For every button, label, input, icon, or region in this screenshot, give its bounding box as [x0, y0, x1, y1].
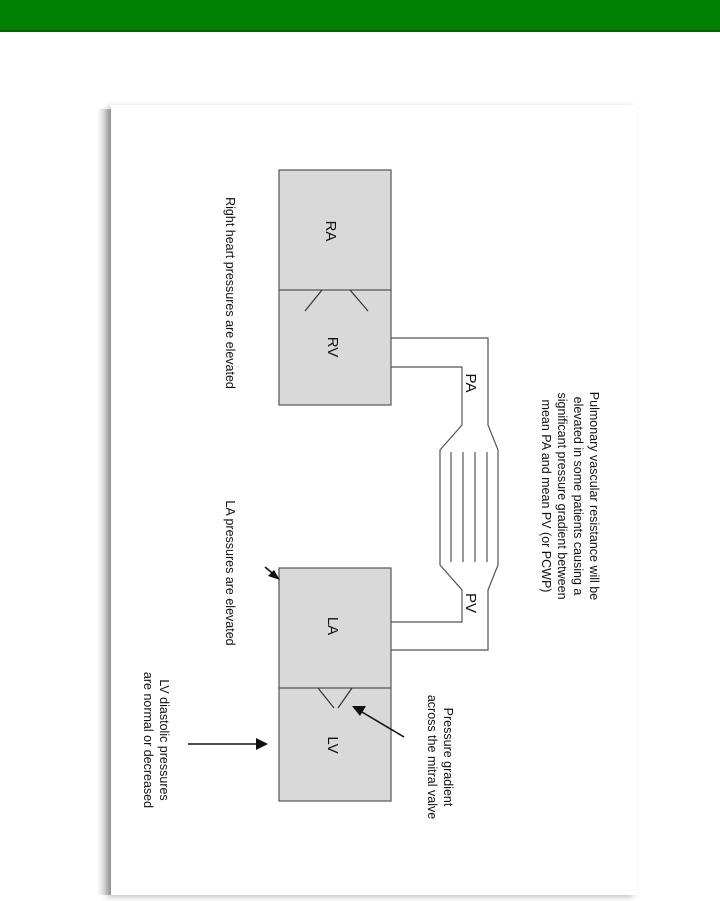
- gradient-note-line: Pressure gradient: [441, 708, 455, 807]
- la-pressure-note: LA pressures are elevated: [223, 500, 237, 645]
- rv-label: RV: [324, 337, 341, 358]
- tricuspid-valve-leaflet-right: [349, 289, 369, 312]
- tricuspid-valve-leaflet-left: [304, 289, 323, 312]
- pulmonary-vessel-inner: [391, 366, 463, 623]
- pvr-note: Pulmonary vascular resistance will be el…: [539, 392, 601, 600]
- lv-pressure-note: LV diastolic pressures are normal or dec…: [141, 672, 171, 808]
- pa-label: PA: [462, 374, 479, 393]
- right-heart-block: [278, 169, 392, 406]
- lv-label: LV: [324, 736, 341, 753]
- lv-note-line: are normal or decreased: [141, 672, 155, 808]
- pvr-note-line: elevated in some patients causing a: [571, 397, 585, 596]
- ra-label: RA: [322, 221, 339, 242]
- mitral-gradient-arrow: [352, 706, 405, 738]
- gradient-note-line: across the mitral valve: [425, 695, 439, 819]
- mitral-gradient-note: Pressure gradient across the mitral valv…: [425, 695, 455, 819]
- la-arrow: [264, 566, 280, 580]
- right-heart-note: Right heart pressures are elevated: [223, 197, 237, 389]
- top-banner: [0, 0, 720, 32]
- pvr-note-line: significant pressure gradient between: [555, 392, 569, 599]
- left-heart-block: [278, 567, 392, 802]
- pvr-note-line: mean PA and mean PV (or PCWP): [539, 400, 553, 593]
- la-label: LA: [324, 617, 341, 635]
- pv-label: PV: [462, 593, 479, 613]
- pvr-note-line: Pulmonary vascular resistance will be: [587, 392, 601, 600]
- mitral-valve-leaflet-left: [317, 687, 335, 709]
- slide-shadow: [97, 109, 115, 895]
- lv-note-line: LV diastolic pressures: [157, 679, 171, 800]
- pulmonary-vessel-outer: [391, 337, 499, 651]
- mitral-valve-leaflet-right: [337, 687, 353, 709]
- lv-arrow: [188, 738, 268, 750]
